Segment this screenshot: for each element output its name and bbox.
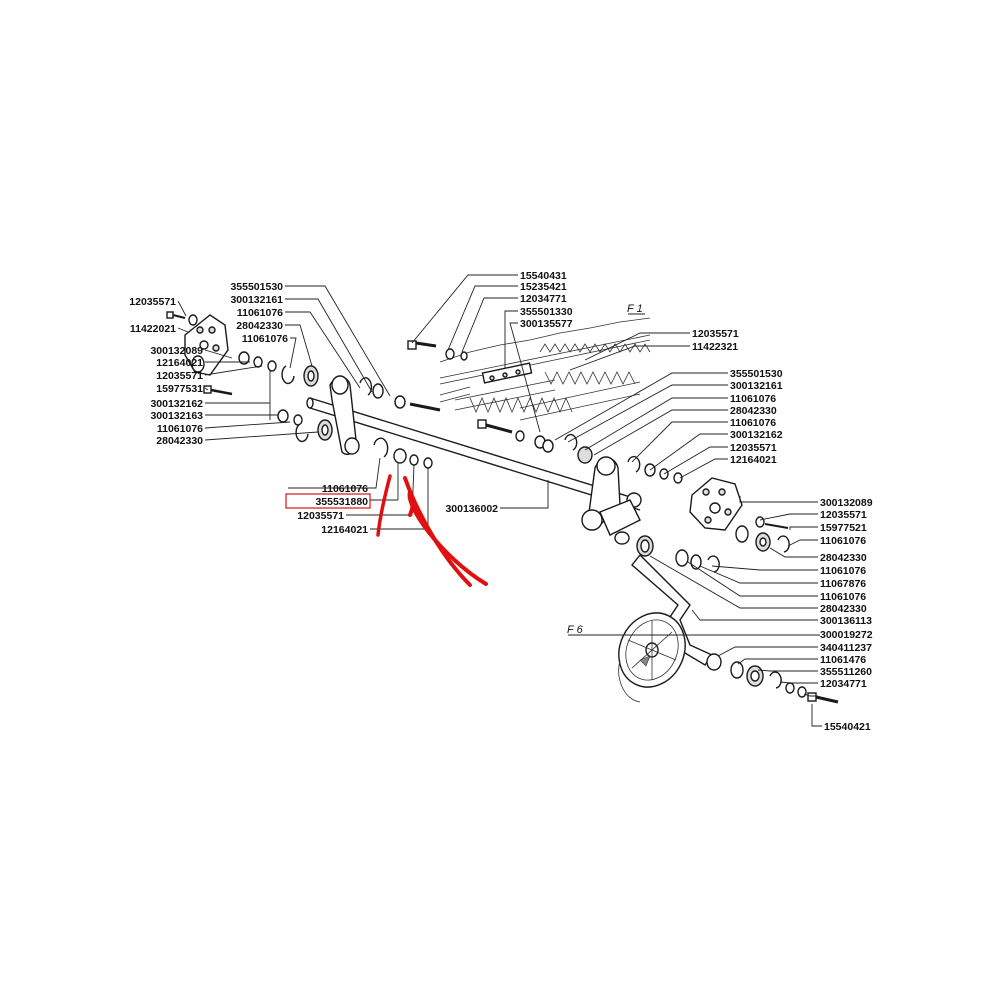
part-number: 15540431 <box>520 270 567 282</box>
leader-lines <box>177 274 822 727</box>
labels-right-mid: 300132089 12035571 15977521 11061076 <box>820 497 873 547</box>
part-number: 300132089 <box>820 497 873 509</box>
part-number: 12164021 <box>730 454 777 466</box>
part-number: 11061476 <box>820 654 866 666</box>
pulley-wheel <box>618 612 686 703</box>
part-number: 15235421 <box>520 281 567 293</box>
highlight-box <box>285 493 371 509</box>
part-number: 300132089 <box>150 345 203 357</box>
shaft-part-number: 300136002 <box>445 503 498 515</box>
part-number: 11422321 <box>692 341 738 353</box>
part-number: 12164021 <box>321 524 368 536</box>
right-bearing-plate <box>689 477 790 553</box>
highlighted-part-number: 355531880 <box>315 496 368 508</box>
part-number: 11061076 <box>237 307 283 319</box>
part-number: 355501530 <box>230 281 283 293</box>
part-number: 28042330 <box>820 603 867 615</box>
labels-left: 12035571 11422021 300132089 12164021 120… <box>129 296 203 447</box>
part-number: 11061076 <box>820 535 866 547</box>
part-number: 11061076 <box>322 483 368 495</box>
part-number: 28042330 <box>156 435 203 447</box>
part-number: 11061076 <box>157 423 203 435</box>
left-bearings <box>281 365 333 443</box>
part-number: 11061076 <box>820 565 866 577</box>
part-number: 11061076 <box>730 393 776 405</box>
section-f1: F 1 <box>627 303 643 315</box>
left-crank-arm <box>329 375 384 456</box>
left-upper-bolt <box>394 395 441 412</box>
labels-top-right: 12035571 11422321 <box>692 328 739 353</box>
part-number: 300135577 <box>520 318 573 330</box>
part-number: 355501330 <box>520 306 573 318</box>
part-number: 28042330 <box>730 405 777 417</box>
part-number: 12035571 <box>129 296 176 308</box>
labels-top-center: 15540431 15235421 12034771 355501330 300… <box>520 270 573 330</box>
part-number: 15977531 <box>156 383 203 395</box>
part-number: 340411237 <box>820 642 872 654</box>
part-number: 12034771 <box>820 678 867 690</box>
cutter-bar-assembly <box>439 317 651 421</box>
part-number: 12035571 <box>297 510 344 522</box>
centre-bolt <box>477 419 546 449</box>
right-crank-arm <box>542 433 683 545</box>
part-number: 11061076 <box>730 417 776 429</box>
bottom-bolt-part-number: 15540421 <box>824 721 871 733</box>
labels-right-upper: 355501530 300132161 11061076 28042330 11… <box>730 368 783 466</box>
main-shaft <box>306 397 641 511</box>
section-f6: F 6 <box>567 624 584 636</box>
labels-upper-left: 355501530 300132161 11061076 28042330 11… <box>230 281 288 345</box>
lower-right-arm <box>631 535 839 704</box>
part-number: 300132162 <box>730 429 783 441</box>
part-number: 12035571 <box>820 509 867 521</box>
red-arrow <box>376 474 488 587</box>
part-number: 12164021 <box>156 357 203 369</box>
part-number: 355501530 <box>730 368 783 380</box>
part-number: 11061076 <box>242 333 288 345</box>
top-bolt-assembly <box>407 340 468 361</box>
part-number: 11061076 <box>820 591 866 603</box>
part-number: 300132161 <box>230 294 283 306</box>
part-number: 12035571 <box>156 370 203 382</box>
part-number: 12035571 <box>692 328 739 340</box>
part-number: 11067876 <box>820 578 866 590</box>
part-number: 28042330 <box>820 552 867 564</box>
left-small-parts <box>166 311 303 426</box>
left-lower-clips <box>373 437 433 469</box>
labels-bottom-left: 11061076 355531880 12035571 12164021 <box>297 483 368 536</box>
part-number: 28042330 <box>236 320 283 332</box>
part-number: 300132163 <box>150 410 203 422</box>
part-number: 12034771 <box>520 293 567 305</box>
part-number: 300132162 <box>150 398 203 410</box>
part-number: 300136113 <box>820 615 872 627</box>
labels-right-lower: 28042330 11061076 11067876 11061076 2804… <box>820 552 873 690</box>
left-bearing-plate <box>184 314 229 376</box>
part-number: 355511260 <box>820 666 872 678</box>
part-number: 300132161 <box>730 380 783 392</box>
part-number: 11422021 <box>130 323 176 335</box>
part-number: 15977521 <box>820 522 867 534</box>
part-number: 12035571 <box>730 442 777 454</box>
part-number: 300019272 <box>820 629 873 641</box>
